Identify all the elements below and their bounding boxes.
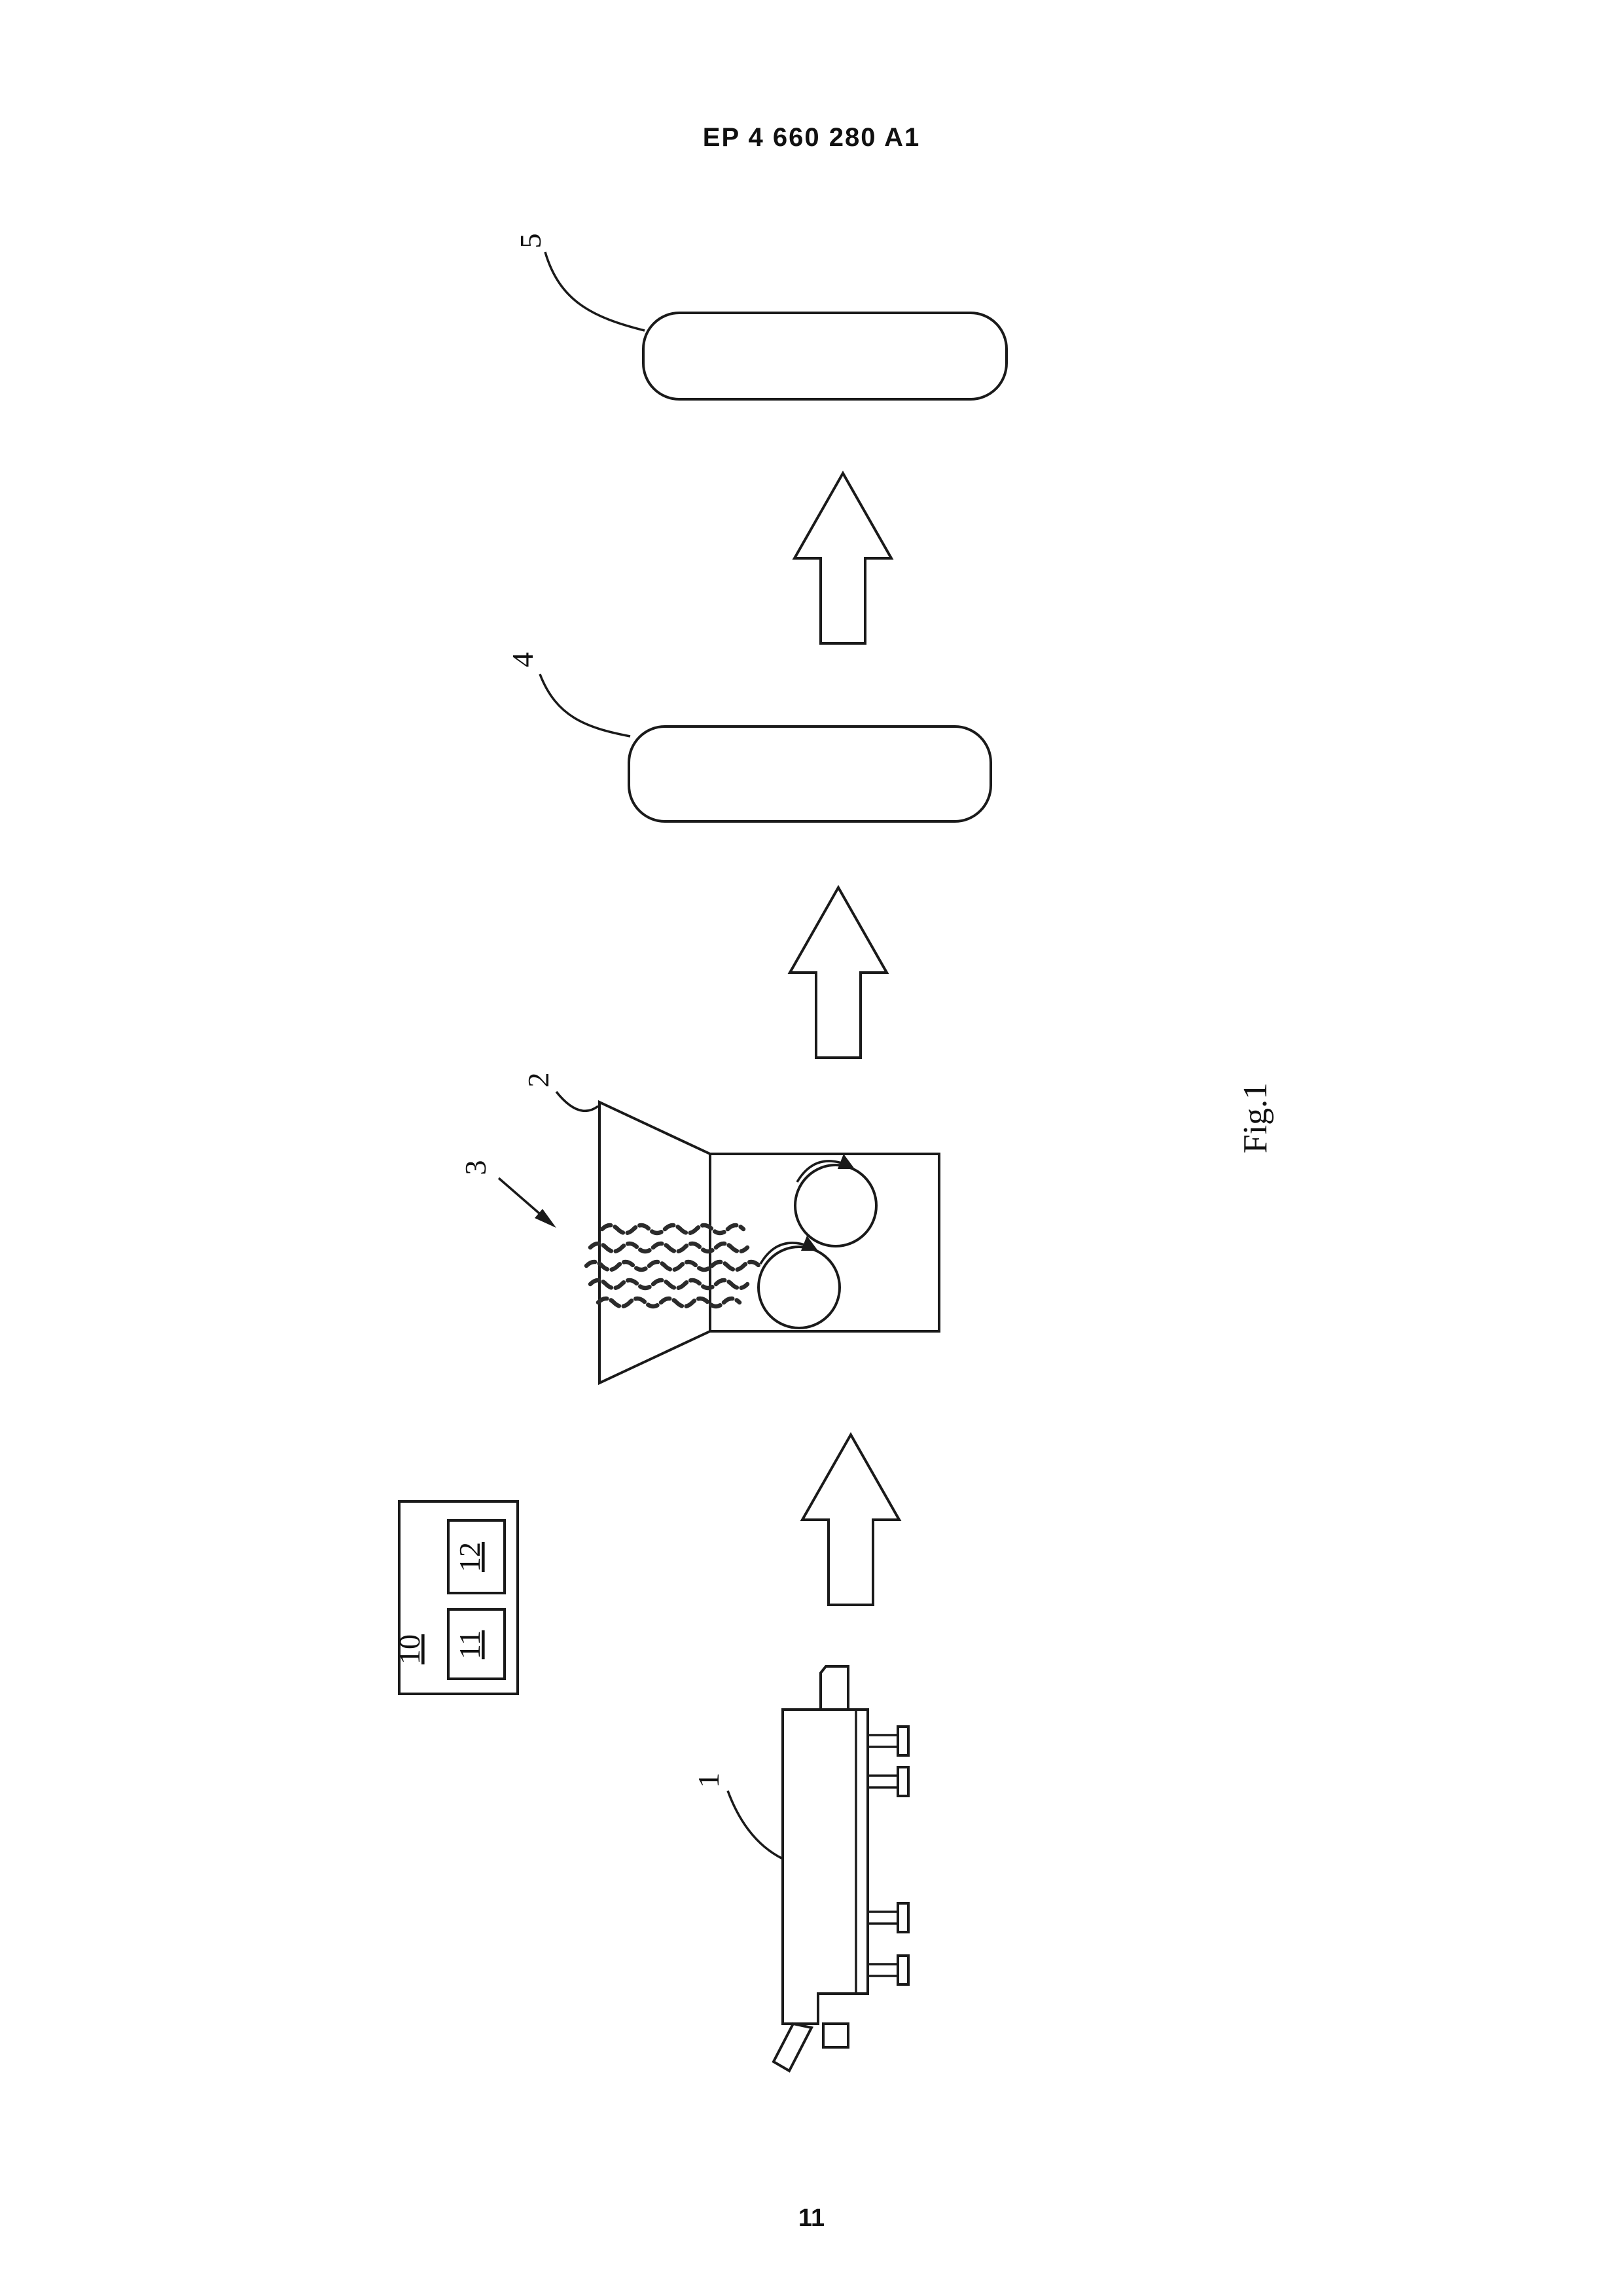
reference-numeral-5: 5 (514, 234, 547, 249)
machine-fittings (868, 1725, 910, 1986)
reference-numeral-3: 3 (459, 1160, 492, 1175)
arrowhead-icon (535, 1209, 556, 1228)
patent-publication-number: EP 4 660 280 A1 (702, 123, 921, 152)
up-arrow-icon (787, 884, 889, 1059)
flow-arrow-top (792, 470, 894, 645)
layer-4-shape (628, 725, 992, 823)
reference-numeral-2: 2 (522, 1073, 555, 1088)
leader-line-4 (539, 673, 631, 738)
spray-label-3: 3 (459, 1160, 556, 1228)
leader-line-5 (544, 251, 645, 332)
material-spray-texture (584, 1223, 762, 1309)
figure-caption: Fig.1 (1237, 1083, 1274, 1153)
machine-body (781, 1708, 869, 2025)
up-arrow-icon (792, 470, 894, 645)
reference-numeral-4: 4 (506, 653, 539, 668)
reference-numeral-1: 1 (692, 1773, 725, 1788)
reference-numeral-10: 10 (393, 1634, 426, 1664)
roller-upper (794, 1164, 878, 1247)
rotation-arrowhead-icon (838, 1154, 855, 1169)
layer-5-shape (642, 312, 1008, 401)
control-unit-10: 12 11 10 (393, 1500, 519, 1695)
leader-line-1 (726, 1790, 783, 1860)
product-layer-5: 5 (514, 234, 1008, 401)
reference-numeral-11: 11 (453, 1630, 486, 1659)
rotation-arrowhead-icon (801, 1236, 818, 1251)
up-arrow-icon (800, 1431, 902, 1606)
machine-foot (822, 2022, 849, 2049)
flow-arrow-middle (787, 884, 889, 1059)
machine-neck (819, 1665, 849, 1710)
product-layer-4: 4 (506, 653, 992, 823)
module-12-box (447, 1519, 506, 1594)
flow-arrow-bottom (800, 1431, 902, 1606)
machine-chute (772, 2022, 813, 2073)
machine-1: 1 (692, 1665, 910, 2073)
leader-line-2 (555, 1090, 599, 1113)
page-number: 11 (798, 2204, 825, 2232)
applicator-unit-2: 2 3 (459, 1073, 940, 1386)
module-11-box (447, 1608, 506, 1680)
reference-numeral-12: 12 (453, 1542, 486, 1572)
roller-pair (757, 1154, 878, 1329)
roller-lower (757, 1246, 841, 1329)
